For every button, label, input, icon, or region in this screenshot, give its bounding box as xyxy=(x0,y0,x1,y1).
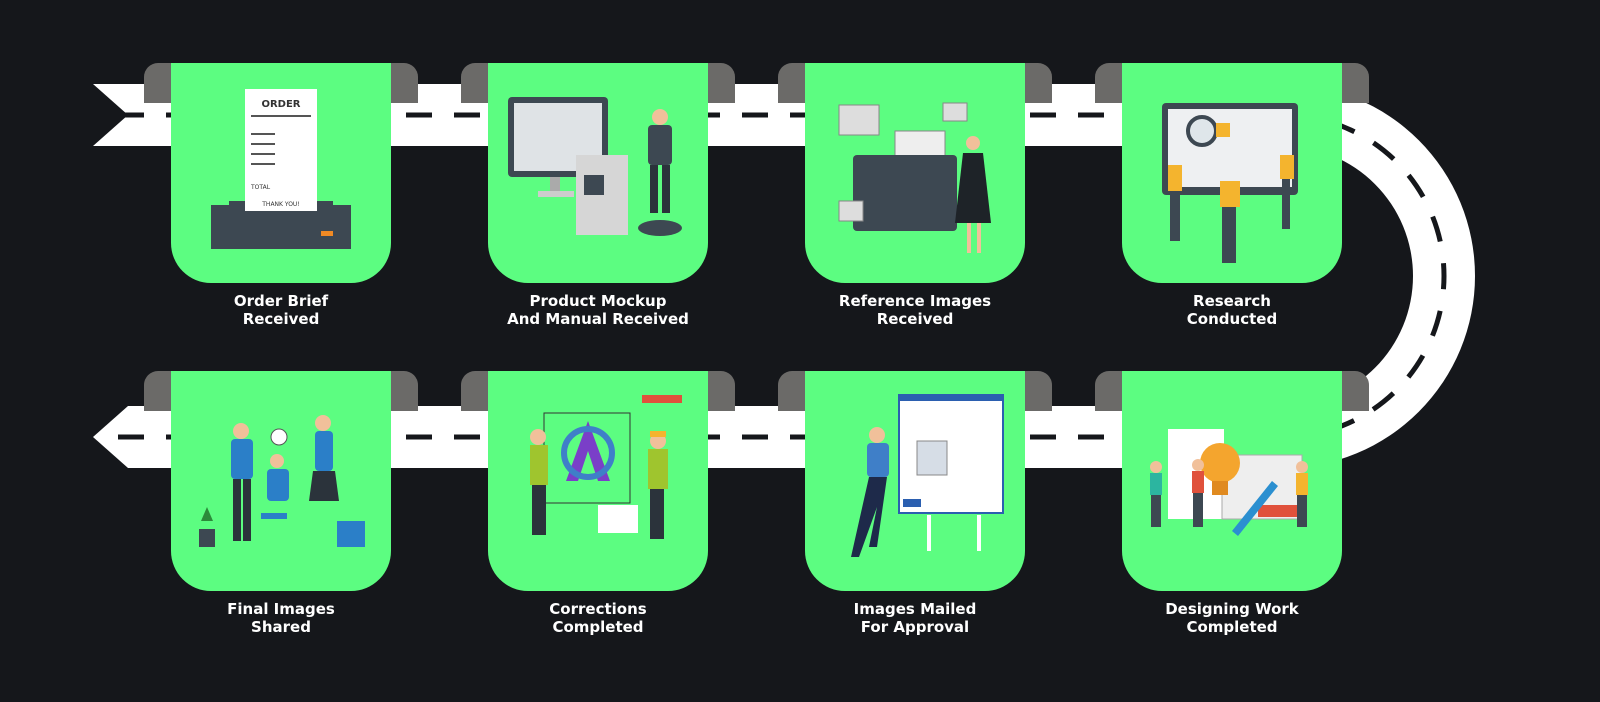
road-curve xyxy=(1283,84,1475,468)
step-card xyxy=(1122,63,1342,283)
step-card: ORDER TOTAL THANK YOU! xyxy=(171,63,391,283)
svg-text:ORDER: ORDER xyxy=(261,99,300,110)
step-card xyxy=(805,63,1025,283)
step-card xyxy=(1122,371,1342,591)
step-card xyxy=(488,371,708,591)
product-mockup-icon xyxy=(508,97,682,236)
corrections-icon xyxy=(530,395,682,539)
team-sharing-icon xyxy=(199,415,365,547)
step-card xyxy=(805,371,1025,591)
design-idea-icon xyxy=(1150,429,1308,536)
research-icon xyxy=(1162,103,1298,263)
step-card xyxy=(488,63,708,283)
road-dashes-curve xyxy=(1282,112,1447,440)
image-folder-icon xyxy=(838,102,991,253)
step-card xyxy=(171,371,391,591)
order-receipt-icon: ORDER TOTAL THANK YOU! xyxy=(211,89,351,249)
svg-text:TOTAL: TOTAL xyxy=(250,184,271,191)
svg-text:THANK YOU!: THANK YOU! xyxy=(261,201,299,208)
email-icon xyxy=(851,394,1004,557)
